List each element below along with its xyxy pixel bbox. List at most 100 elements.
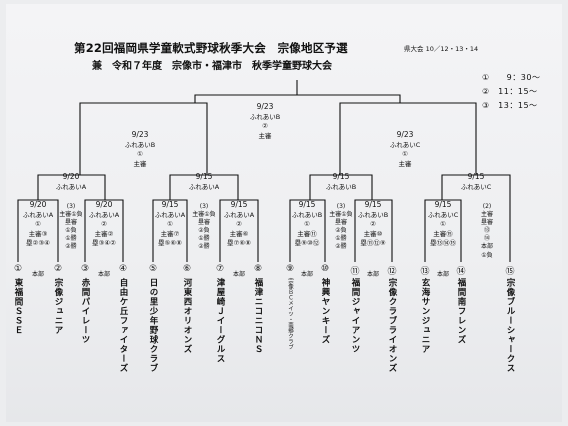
match-slot: ② [236,220,242,229]
officials-line: 主審①負 [329,211,353,219]
officials-line: ②勝 [65,243,77,251]
bracket-r1-7 [424,199,462,262]
match-slot: ① [137,150,143,159]
match-venue: ふれあいC [389,140,421,149]
match-venue: ふれあいC [427,210,459,219]
match-umpire: 主審③ [28,229,48,238]
hq-label: 本部 [436,271,450,278]
team-name: 福間南フレンズ [456,278,466,345]
match-venue: ふれあいA [188,182,220,191]
team-name: 自由ケ丘ファイターズ [118,278,128,373]
match-date: 9/20 [62,172,80,181]
match-slot: ② [101,220,107,229]
officials-line: 主審 [480,211,494,219]
officials-line: ⑬ [483,227,491,235]
bracket-semi-left [79,102,208,175]
team-number: ⑮ [505,267,515,277]
hq-label: 本部 [97,271,111,278]
match-venue: ふれあいB [124,140,156,149]
time-slot-2: ② 11：15～ [482,87,538,96]
qf-2-officials: (3) 主審①負 塁審 ②負 ①勝 ②勝 [192,203,215,252]
match-date: 9/23 [131,130,149,139]
bracket-r1-3 [152,199,188,262]
qf-3-info: 9/15 ふれあいB [326,172,356,192]
match-slot: ① [402,150,408,159]
officials-line: ①負 [481,251,493,259]
match-date: 9/20 [29,200,47,209]
team-number: ⑤ [148,264,158,274]
team-number: ⑭ [456,267,466,277]
match-base-umps: 塁⑦⑥⑧ [227,239,251,248]
officials-line: ②負 [335,227,347,235]
team-name: 福間ジャイアンツ [350,278,360,354]
officials-line: ①負 [65,227,77,235]
officials-line: ②負 [198,227,210,235]
qf-3-officials: (3) 主審①負 塁審 ②負 ①勝 ②勝 [329,203,352,252]
match-venue: ふれあいB [325,182,357,191]
officials-line: ①勝 [65,235,77,243]
officials-line: 塁審 [480,219,494,227]
team-number: ⑧ [253,264,263,274]
bracket-qf-1 [37,174,106,200]
match-umpire: 主審⑩ [363,229,383,238]
hq-label: 本部 [300,271,314,278]
bracket-r1-4 [219,199,259,262]
bracket-qf-3 [309,174,373,200]
bracket-r1-2 [84,199,124,262]
qf-4-info: 9/15 ふれあいC [461,172,492,192]
page-subtitle: 兼 令和７年度 宗像市・福津市 秋季学童野球大会 [92,61,332,72]
qf-1-officials: (3) 主審①負 塁審 ①負 ①勝 ②勝 [59,203,82,252]
officials-line: (3) [336,203,346,210]
match-date: 9/15 [467,172,485,181]
bracket-r1-1 [17,199,59,262]
time-slot-1: ① 9：30～ [482,73,541,82]
team-number: ③ [80,264,90,274]
match-venue: ふれあいA [223,210,255,219]
match-base-umps: 塁⑨⑩⑫ [294,239,320,248]
match-date: 9/20 [95,200,113,209]
officials-line: (3) [199,203,209,210]
match-venue: ふれあいC [460,182,492,191]
match-slot: ① [167,220,173,229]
team-number: ⑨ [285,264,295,274]
prefectural-dates: 県大会 10／12・13・14 [404,45,479,53]
match-umpire: 主審⑪ [297,229,317,238]
team-name: 福津ニコニコＮＳ [253,278,263,354]
officials-line: ①勝 [198,235,210,243]
match-venue: ふれあいB [291,210,323,219]
match-date: 9/15 [298,200,316,209]
team-number: ⑥ [182,264,192,274]
match-venue: ふれあいB [249,112,281,121]
match-date: 9/15 [332,172,350,181]
team-number: ⑫ [387,267,397,277]
team-name: 宗像ＢＣメイツ・南郷クラブ [287,278,293,350]
match-base-umps: 塁⑬⑭⑮ [429,239,456,248]
team-name: 赤間パイレーツ [80,278,90,345]
match-slot: ① [440,220,446,229]
match-date: 9/23 [396,130,414,139]
hq-label: 本部 [366,271,380,278]
match-slot: ① [35,220,41,229]
match-date: 9/15 [364,200,382,209]
match-umpire: 主審⑥ [229,229,249,238]
match-umpire: 主審 [398,159,412,168]
team-name: 宗像クラブライオンズ [387,278,397,373]
match-base-umps: 塁⑤⑥⑧ [158,239,182,248]
team-number: ⑦ [215,264,225,274]
match-umpire: 主審⑦ [160,229,180,238]
team-number: ④ [118,264,128,274]
team-name: 津屋崎Ｊイーグルス [215,278,225,364]
match-date: 9/15 [195,172,213,181]
match-date: 9/15 [230,200,248,209]
match-umpire: 主審 [133,159,147,168]
officials-line: (2) [482,203,492,210]
team-number: ⑬ [420,267,430,277]
match-date: 9/23 [256,102,274,111]
team-name: 日の里少年野球クラブ [148,278,158,373]
officials-line: 主審①負 [59,211,83,219]
paper-sheet [6,4,562,422]
match-base-umps: 塁③④② [92,239,116,248]
r1-match-2-info: 9/20 ふれあいA ② 主審② 塁③④② [89,200,119,249]
bracket-r1-6 [354,199,393,262]
